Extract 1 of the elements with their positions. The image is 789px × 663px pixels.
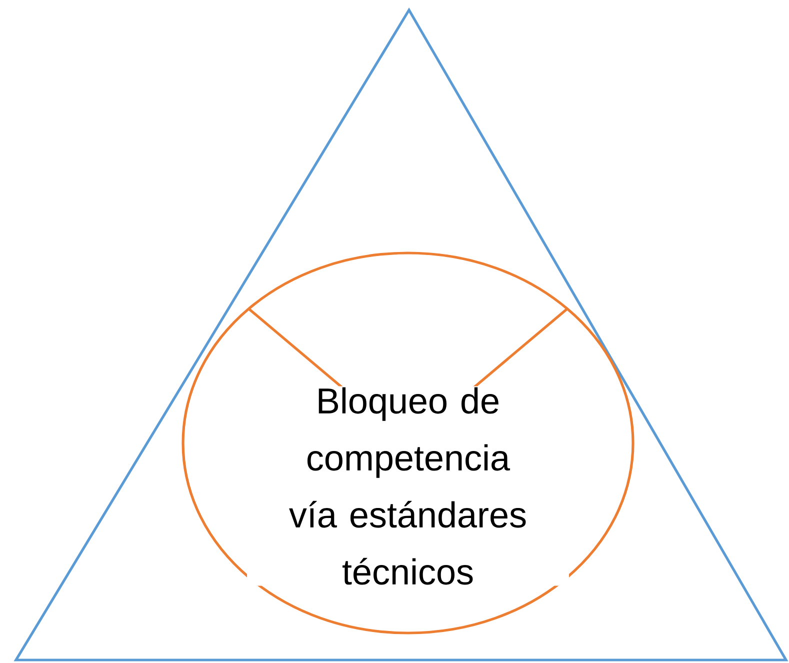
node-text: Bloqueo de competencia vía estándares técnicos [247,386,569,586]
